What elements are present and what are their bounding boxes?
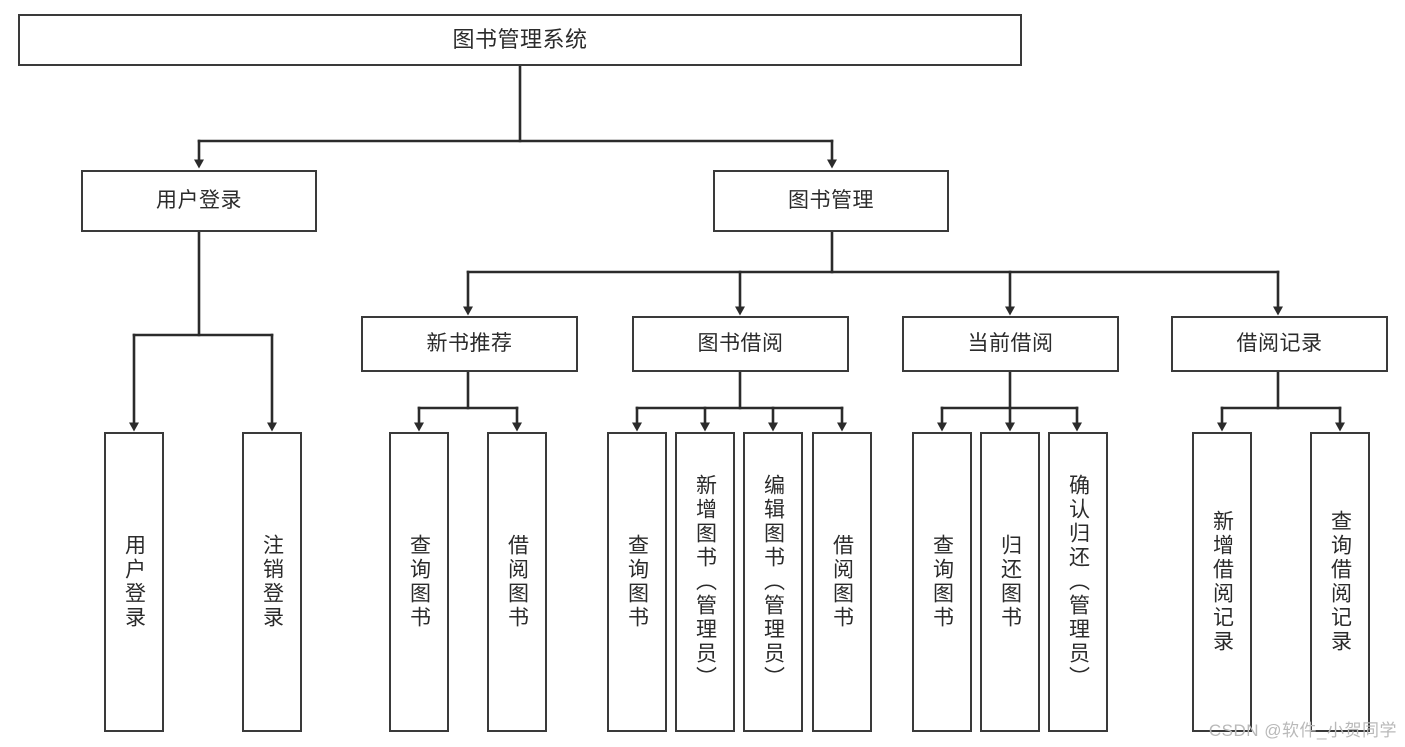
leaf-borrow-edit-book-admin[interactable]: 编辑图书（管理员）	[743, 432, 803, 732]
leaf-borrow-add-book-admin[interactable]: 新增图书（管理员）	[675, 432, 735, 732]
node-new-book-recommend[interactable]: 新书推荐	[361, 316, 578, 372]
leaf-user-login-signout[interactable]: 注销登录	[242, 432, 302, 732]
node-root-system[interactable]: 图书管理系统	[18, 14, 1022, 66]
node-label: 编辑图书（管理员）	[761, 474, 785, 690]
node-label: 用户登录	[122, 534, 146, 630]
node-label: 图书借阅	[697, 331, 784, 355]
node-label: 图书管理	[788, 188, 874, 212]
watermark-text: CSDN @软件_小贺同学	[1208, 721, 1397, 740]
leaf-user-login-signin[interactable]: 用户登录	[104, 432, 164, 732]
node-book-borrow[interactable]: 图书借阅	[632, 316, 849, 372]
leaf-borrow-borrow-book[interactable]: 借阅图书	[812, 432, 872, 732]
node-user-login[interactable]: 用户登录	[81, 170, 317, 232]
node-label: 借阅图书	[830, 534, 854, 630]
leaf-recommend-borrow-book[interactable]: 借阅图书	[487, 432, 547, 732]
node-label: 查询图书	[930, 534, 954, 630]
node-label: 查询图书	[407, 534, 431, 630]
node-label: 查询借阅记录	[1328, 510, 1352, 654]
leaf-current-return-book[interactable]: 归还图书	[980, 432, 1040, 732]
leaf-current-query-book[interactable]: 查询图书	[912, 432, 972, 732]
node-current-borrow[interactable]: 当前借阅	[902, 316, 1119, 372]
node-label: 用户登录	[156, 188, 242, 212]
node-label: 当前借阅	[967, 331, 1054, 355]
node-label: 新增图书（管理员）	[693, 474, 717, 690]
node-borrow-record[interactable]: 借阅记录	[1171, 316, 1388, 372]
leaf-current-confirm-return-admin[interactable]: 确认归还（管理员）	[1048, 432, 1108, 732]
node-label: 查询图书	[625, 534, 649, 630]
node-label: 新书推荐	[426, 331, 513, 355]
node-label: 注销登录	[260, 534, 284, 630]
leaf-record-add-record[interactable]: 新增借阅记录	[1192, 432, 1252, 732]
node-label: 借阅图书	[505, 534, 529, 630]
node-label: 归还图书	[998, 534, 1022, 630]
node-label: 新增借阅记录	[1210, 510, 1234, 654]
leaf-record-query-record[interactable]: 查询借阅记录	[1310, 432, 1370, 732]
node-book-management[interactable]: 图书管理	[713, 170, 949, 232]
node-label: 图书管理系统	[452, 27, 588, 53]
node-label: 确认归还（管理员）	[1066, 474, 1090, 690]
leaf-recommend-query-book[interactable]: 查询图书	[389, 432, 449, 732]
node-label: 借阅记录	[1236, 331, 1323, 355]
leaf-borrow-query-book[interactable]: 查询图书	[607, 432, 667, 732]
